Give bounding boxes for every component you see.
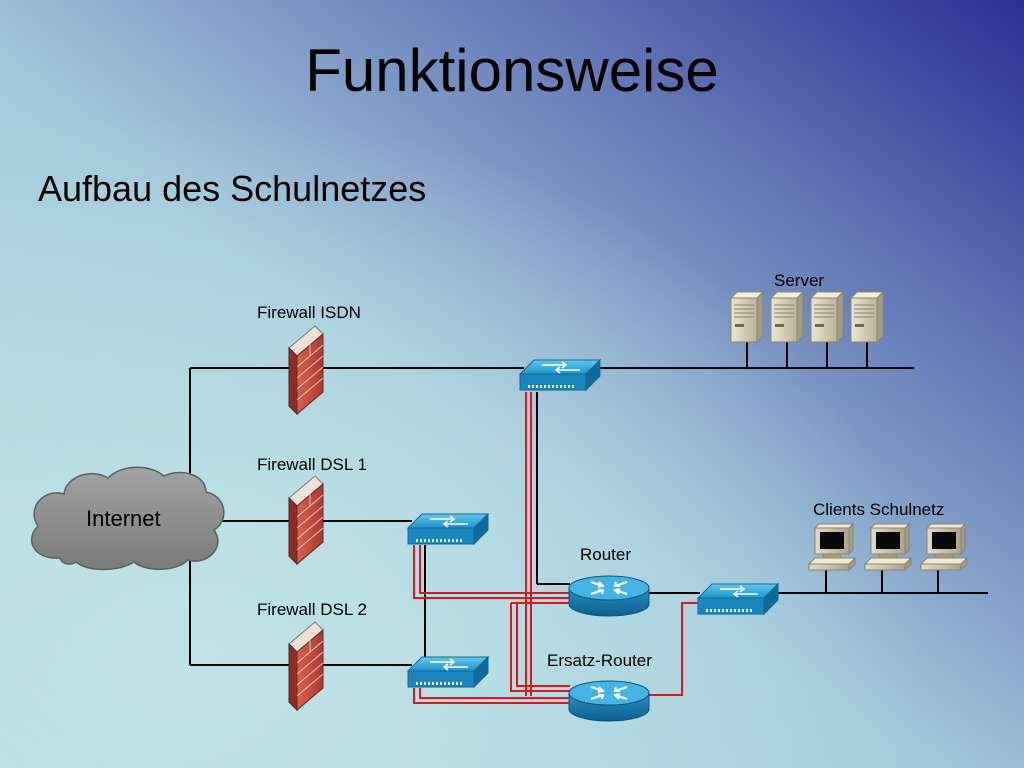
internet-label: Internet: [86, 506, 161, 531]
redundant-links: [413, 392, 700, 704]
network-connections: [189, 342, 988, 666]
firewall-dsl2-label: Firewall DSL 2: [257, 600, 367, 619]
switch-icon: [407, 656, 489, 688]
cloud-icon: [30, 466, 225, 571]
router-icon: [568, 680, 650, 722]
switch-icon: [519, 359, 601, 391]
server-icon: [770, 291, 804, 343]
workstation-icon: [920, 523, 968, 571]
switch-icon: [407, 513, 489, 545]
slide-subtitle: Aufbau des Schulnetzes: [38, 168, 427, 209]
server-icon: [810, 291, 844, 343]
firewall-isdn-label: Firewall ISDN: [257, 303, 361, 322]
backup-router-label: Ersatz-Router: [547, 651, 652, 670]
switch-icon: [697, 583, 779, 615]
router-label: Router: [580, 545, 632, 564]
server-label: Server: [774, 271, 825, 290]
server-icon: [730, 291, 764, 343]
router-icon: [568, 575, 650, 617]
workstation-icon: [808, 523, 856, 571]
clients-label: Clients Schulnetz: [813, 500, 945, 519]
workstation-icon: [864, 523, 912, 571]
server-icon: [850, 291, 884, 343]
firewall-dsl1-label: Firewall DSL 1: [257, 455, 367, 474]
slide-title: Funktionsweise: [305, 37, 719, 104]
